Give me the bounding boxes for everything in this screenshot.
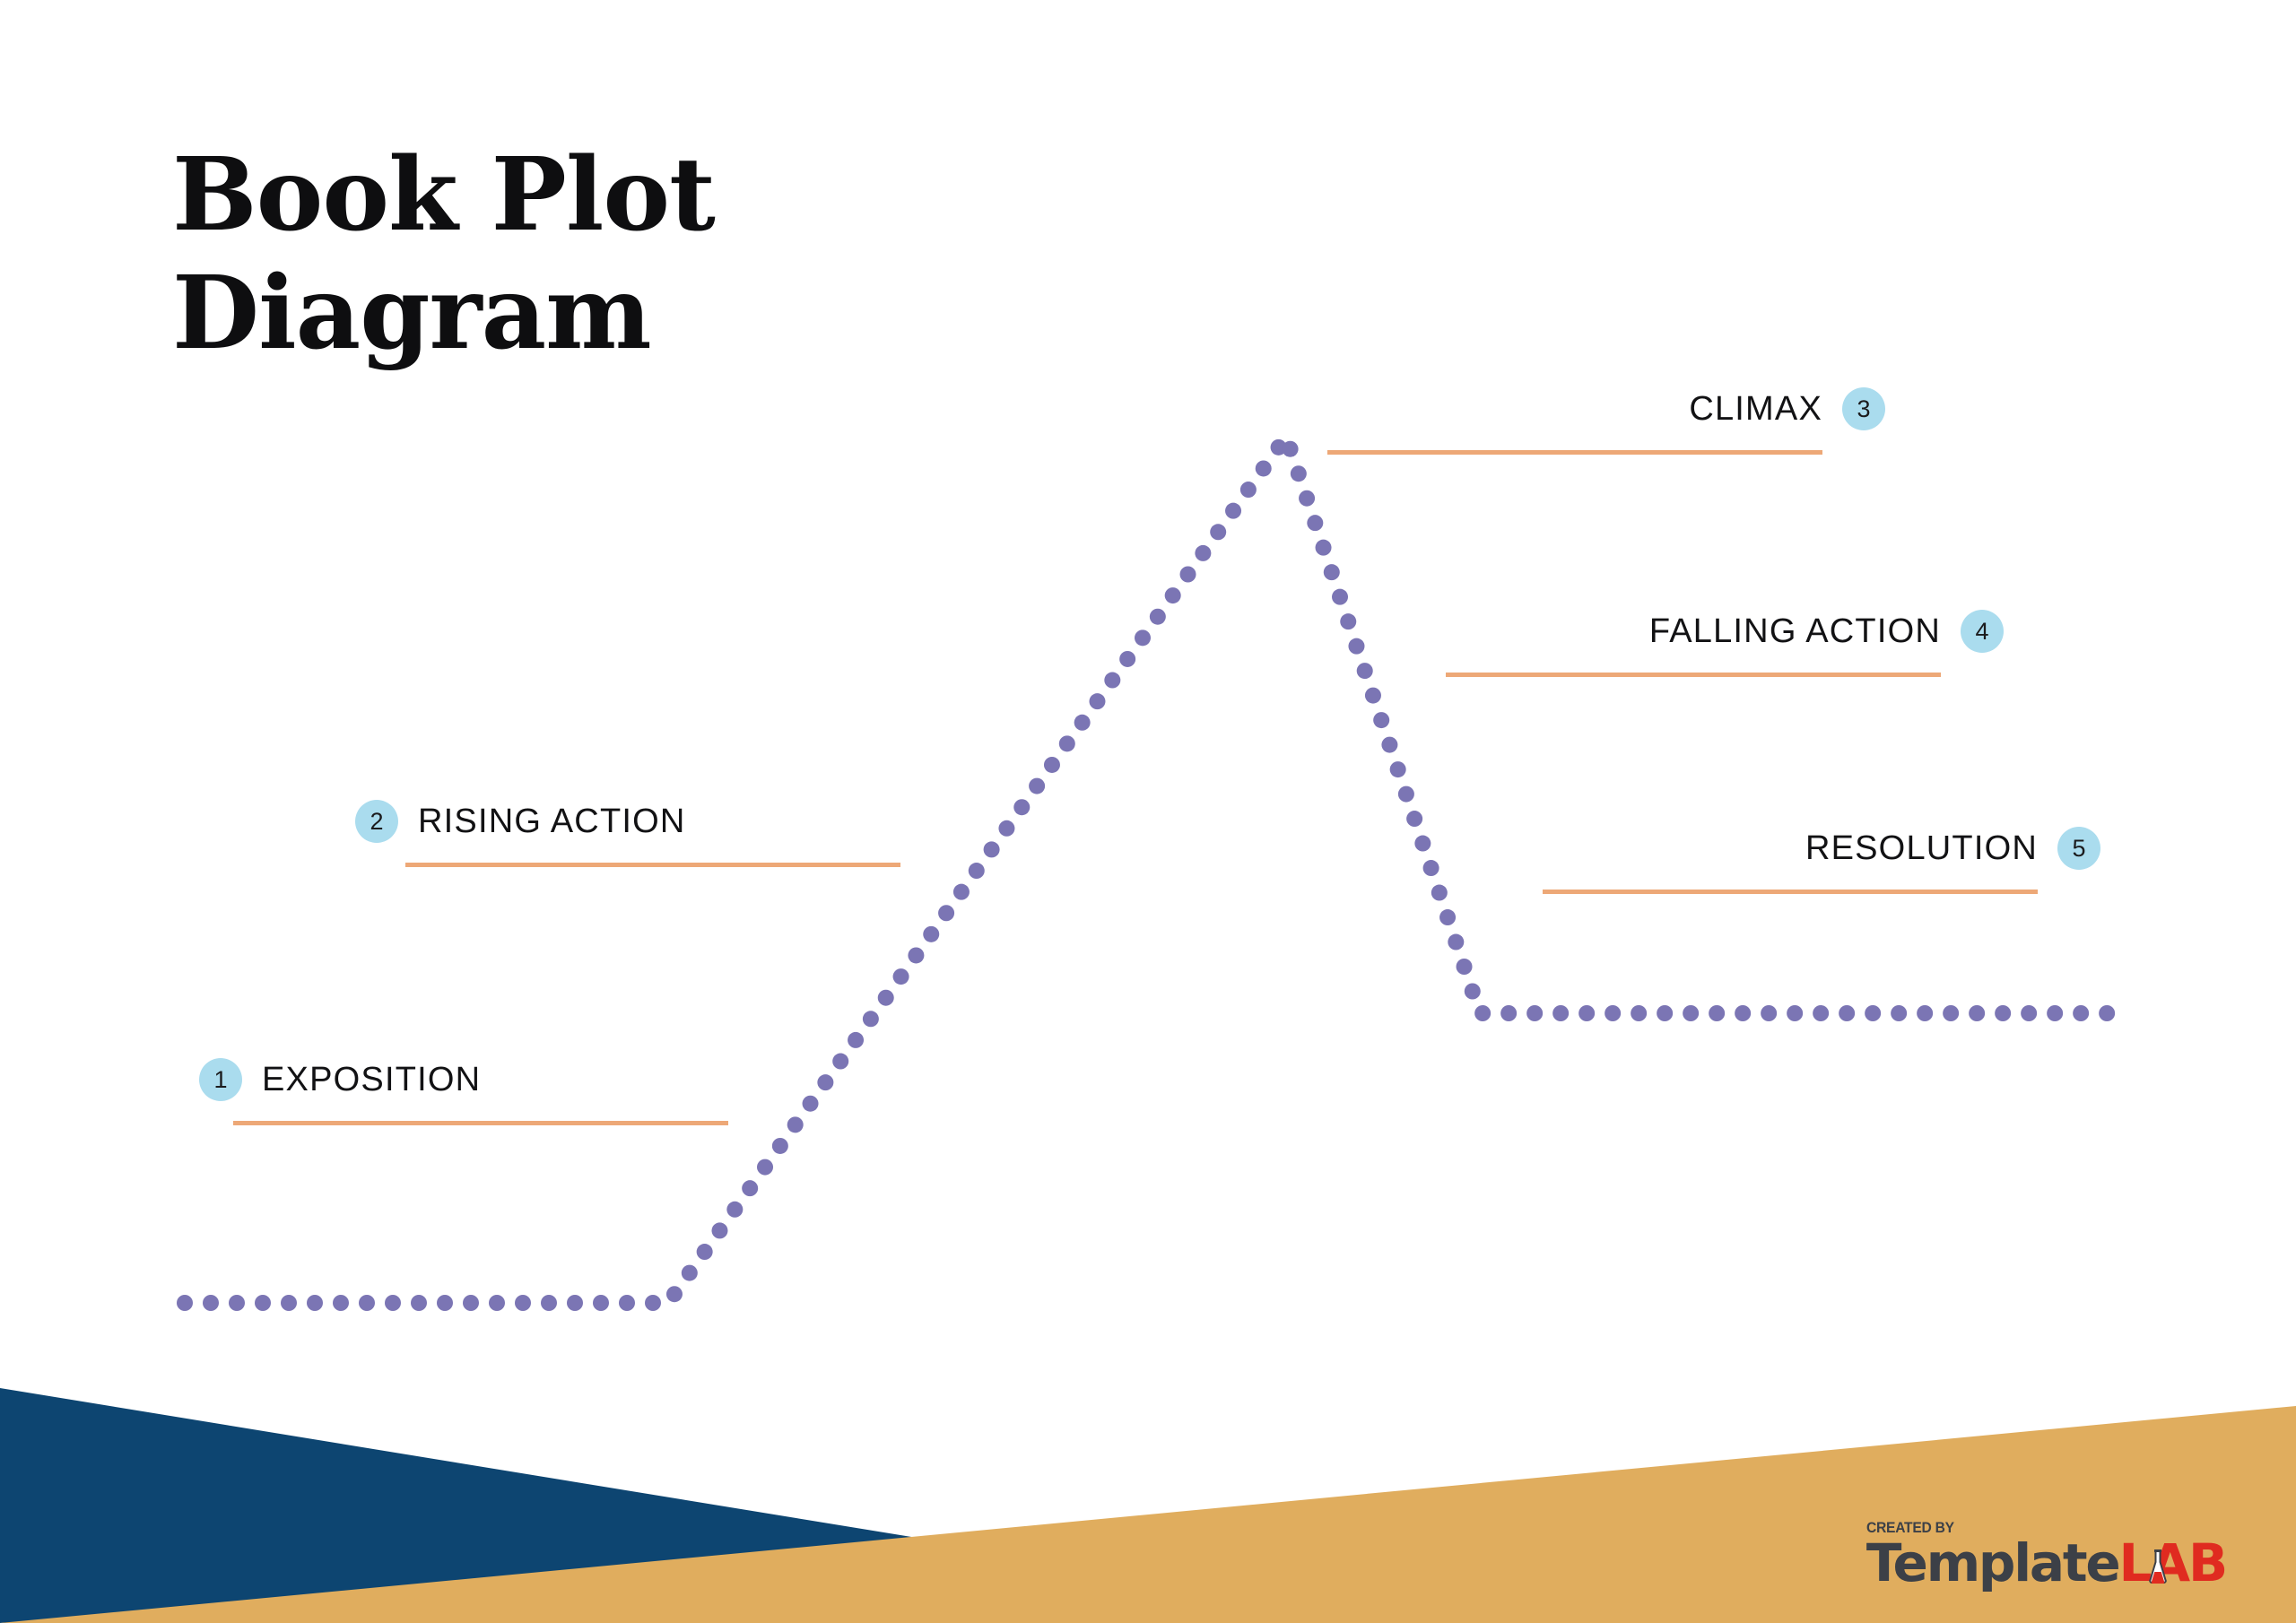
stage-label-falling-action: FALLING ACTION (1648, 612, 1941, 650)
flask-icon (2148, 1549, 2167, 1584)
stage-climax[interactable]: CLIMAX 3 (1327, 387, 1885, 455)
stage-exposition[interactable]: 1 EXPOSITION (199, 1058, 728, 1125)
stage-falling-action[interactable]: FALLING ACTION 4 (1446, 610, 2004, 677)
gold-wedge-shape (0, 1406, 2296, 1623)
page-title-line-1: Book Plot (172, 136, 716, 254)
logo-lab-text: LAB (2118, 1532, 2229, 1593)
stage-rule-resolution (1543, 890, 2038, 894)
stage-badge-1: 1 (199, 1058, 242, 1101)
stage-rule-falling-action (1446, 673, 1941, 677)
logo-template-text: Template (1866, 1532, 2121, 1593)
stage-label-climax: CLIMAX (1689, 390, 1822, 428)
logo-created-by-text: CREATED BY (1866, 1519, 1954, 1536)
logo-wordmark: Template LAB (1866, 1532, 2229, 1593)
stage-label-exposition: EXPOSITION (262, 1061, 482, 1098)
page-title: Book Plot Diagram (172, 136, 979, 373)
stage-rising-action[interactable]: 2 RISING ACTION (355, 800, 900, 867)
page-title-line-2: Diagram (172, 255, 652, 373)
stage-rule-exposition (233, 1121, 728, 1125)
stage-resolution[interactable]: RESOLUTION 5 (1543, 827, 2100, 894)
stage-label-resolution: RESOLUTION (1805, 829, 2038, 867)
stage-badge-2: 2 (355, 800, 398, 843)
stage-label-rising-action: RISING ACTION (418, 803, 686, 840)
templatelab-logo[interactable]: CREATED BY Template LAB (1866, 1519, 2229, 1593)
stage-badge-3: 3 (1842, 387, 1885, 430)
stage-rule-climax (1327, 450, 1822, 455)
stage-rule-rising-action (405, 863, 900, 867)
stage-badge-4: 4 (1961, 610, 2004, 653)
stage-badge-5: 5 (2057, 827, 2100, 870)
